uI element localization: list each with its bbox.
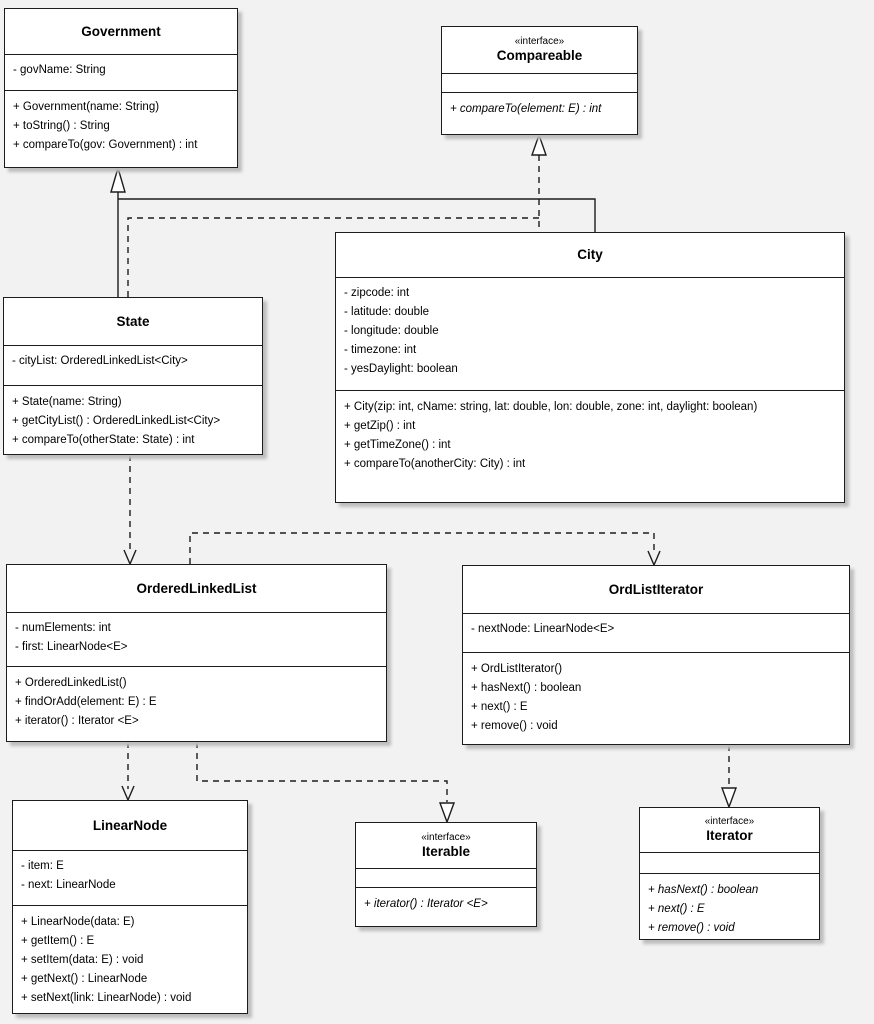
generalization-arrow-government bbox=[110, 165, 126, 193]
attribute: - timezone: int bbox=[344, 344, 417, 356]
methods-compartment: + City(zip: int, cName: string, lat: dou… bbox=[336, 391, 844, 502]
class-box-orderedlinkedlist: OrderedLinkedList - numElements: int - f… bbox=[6, 564, 387, 742]
attributes-compartment-empty bbox=[356, 869, 536, 888]
class-name: Government bbox=[81, 23, 161, 39]
method: + State(name: String) bbox=[12, 396, 122, 408]
method: + compareTo(gov: Government) : int bbox=[13, 139, 198, 151]
attribute: - latitude: double bbox=[344, 306, 430, 318]
method: + findOrAdd(element: E) : E bbox=[15, 696, 157, 708]
method: + getTimeZone() : int bbox=[344, 439, 451, 451]
attribute: - longitude: double bbox=[344, 325, 439, 337]
methods-compartment: + OrderedLinkedList() + findOrAdd(elemen… bbox=[7, 667, 386, 741]
class-name-orderedlinkedlist: OrderedLinkedList bbox=[7, 565, 386, 613]
attribute: - first: LinearNode<E> bbox=[15, 641, 128, 653]
attributes-compartment-empty bbox=[640, 853, 819, 874]
interface-box-iterable: «interface» Iterable + iterator() : Iter… bbox=[355, 822, 537, 927]
method: + next() : E bbox=[648, 903, 705, 915]
interface-name-iterable: «interface» Iterable bbox=[356, 823, 536, 869]
class-name-ordlistiterator: OrdListIterator bbox=[463, 566, 849, 614]
rel-orderedlinkedlist-uses-ordlistiterator bbox=[189, 532, 661, 567]
dependency-arrow-orderedlinkedlist bbox=[123, 549, 137, 566]
interface-name-iterator: «interface» Iterator bbox=[640, 808, 819, 853]
class-name-state: State bbox=[4, 298, 262, 346]
class-name: LinearNode bbox=[92, 817, 168, 833]
attributes-compartment: - govName: String bbox=[5, 55, 237, 91]
attributes-compartment: - nextNode: LinearNode<E> bbox=[463, 614, 849, 653]
method: + OrdListIterator() bbox=[471, 663, 563, 675]
method: + getItem() : E bbox=[21, 935, 95, 947]
method: + next() : E bbox=[471, 701, 528, 713]
class-name-city: City bbox=[336, 233, 844, 278]
stereotype-label: «interface» bbox=[421, 831, 471, 843]
class-name: Iterable bbox=[421, 843, 471, 859]
method: + getZip() : int bbox=[344, 420, 416, 432]
method: + setItem(data: E) : void bbox=[21, 954, 144, 966]
class-box-government: Government - govName: String + Governmen… bbox=[4, 8, 238, 168]
method: + remove() : void bbox=[471, 720, 558, 732]
interface-name-compareable: «interface» Compareable bbox=[442, 27, 637, 74]
class-name: City bbox=[577, 247, 603, 262]
attribute: - cityList: OrderedLinkedList<City> bbox=[12, 355, 188, 367]
realization-arrow-iterator bbox=[720, 787, 738, 810]
class-box-ordlistiterator: OrdListIterator - nextNode: LinearNode<E… bbox=[462, 565, 850, 745]
method: + iterator() : Iterator <E> bbox=[364, 898, 488, 910]
method: + LinearNode(data: E) bbox=[21, 916, 135, 928]
method: + iterator() : Iterator <E> bbox=[15, 715, 139, 727]
method: + getCityList() : OrderedLinkedList<City… bbox=[12, 415, 221, 427]
class-box-linearnode: LinearNode - item: E - next: LinearNode … bbox=[12, 800, 248, 1014]
attribute: - yesDaylight: boolean bbox=[344, 363, 458, 375]
attributes-compartment: - zipcode: int - latitude: double - long… bbox=[336, 278, 844, 391]
method: + compareTo(otherState: State) : int bbox=[12, 434, 195, 446]
methods-compartment: + OrdListIterator() + hasNext() : boolea… bbox=[463, 653, 849, 744]
class-name: Compareable bbox=[496, 48, 583, 63]
attribute: - numElements: int bbox=[15, 622, 111, 634]
interface-box-compareable: «interface» Compareable + compareTo(elem… bbox=[441, 26, 638, 135]
methods-compartment: + State(name: String) + getCityList() : … bbox=[4, 386, 262, 454]
method: + getNext() : LinearNode bbox=[21, 973, 148, 985]
class-name: OrdListIterator bbox=[608, 581, 704, 597]
rel-state-uses-orderedlinkedlist bbox=[123, 455, 137, 566]
dependency-arrow-ordlistiterator bbox=[647, 550, 661, 567]
method: + toString() : String bbox=[13, 120, 110, 132]
attributes-compartment: - item: E - next: LinearNode bbox=[13, 851, 247, 906]
method: + City(zip: int, cName: string, lat: dou… bbox=[344, 401, 758, 413]
method: + Government(name: String) bbox=[13, 101, 160, 113]
attribute: - next: LinearNode bbox=[21, 879, 116, 891]
rel-orderedlinkedlist-implements-iterable bbox=[196, 742, 448, 802]
method: + hasNext() : boolean bbox=[471, 682, 582, 694]
class-name: OrderedLinkedList bbox=[136, 580, 257, 596]
stereotype-label: «interface» bbox=[514, 36, 565, 47]
class-box-state: State - cityList: OrderedLinkedList<City… bbox=[3, 297, 263, 455]
class-name-linearnode: LinearNode bbox=[13, 801, 247, 851]
class-name: Iterator bbox=[706, 828, 753, 843]
attribute: - item: E bbox=[21, 860, 64, 872]
method: + compareTo(element: E) : int bbox=[450, 103, 602, 115]
method: + setNext(link: LinearNode) : void bbox=[21, 992, 192, 1004]
attributes-compartment-empty bbox=[442, 74, 637, 93]
interface-box-iterator: «interface» Iterator + hasNext() : boole… bbox=[639, 807, 820, 940]
class-box-city: City - zipcode: int - latitude: double -… bbox=[335, 232, 845, 503]
attribute: - nextNode: LinearNode<E> bbox=[471, 623, 615, 635]
method: + compareTo(anotherCity: City) : int bbox=[344, 458, 526, 470]
attributes-compartment: - numElements: int - first: LinearNode<E… bbox=[7, 613, 386, 667]
realization-arrow-compareable bbox=[531, 132, 547, 156]
methods-compartment: + iterator() : Iterator <E> bbox=[356, 888, 536, 926]
methods-compartment: + Government(name: String) + toString() … bbox=[5, 91, 237, 167]
attribute: - govName: String bbox=[13, 64, 106, 76]
methods-compartment: + compareTo(element: E) : int bbox=[442, 93, 637, 134]
rel-city-extends-government bbox=[118, 198, 596, 232]
dependency-arrow-linearnode bbox=[121, 785, 135, 802]
methods-compartment: + hasNext() : boolean + next() : E + rem… bbox=[640, 874, 819, 939]
stereotype-label: «interface» bbox=[704, 816, 755, 827]
method: + OrderedLinkedList() bbox=[15, 677, 127, 689]
realization-arrow-iterable bbox=[438, 802, 456, 825]
method: + hasNext() : boolean bbox=[648, 884, 759, 896]
attributes-compartment: - cityList: OrderedLinkedList<City> bbox=[4, 346, 262, 386]
attribute: - zipcode: int bbox=[344, 287, 410, 299]
class-name: State bbox=[116, 313, 150, 329]
rel-orderedlinkedlist-uses-linearnode bbox=[121, 742, 135, 802]
class-name-government: Government bbox=[5, 9, 237, 55]
methods-compartment: + LinearNode(data: E) + getItem() : E + … bbox=[13, 906, 247, 1013]
method: + remove() : void bbox=[648, 922, 735, 934]
